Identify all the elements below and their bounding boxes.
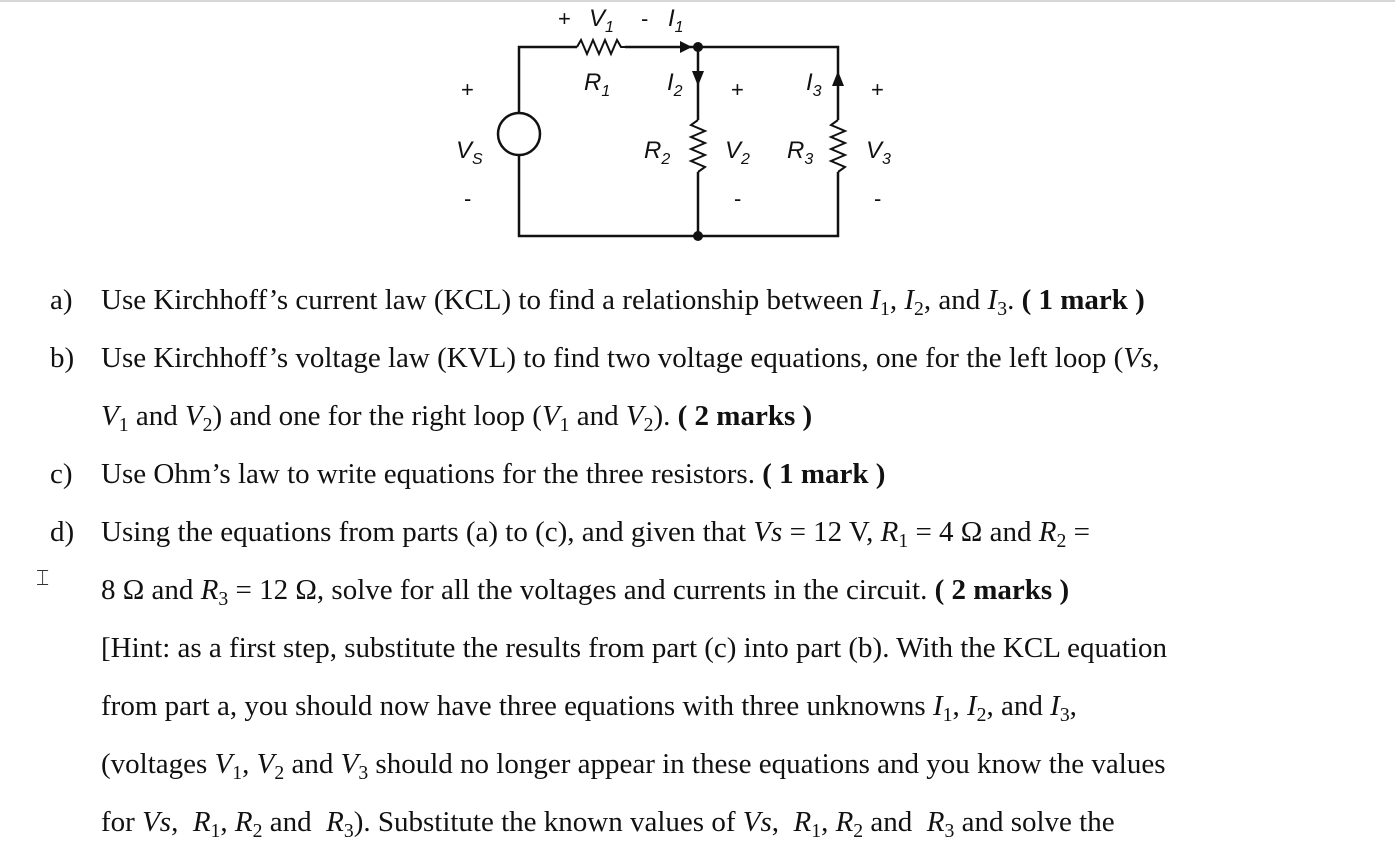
i2-label: I2 — [667, 69, 683, 100]
bottom-node-dot — [693, 231, 703, 241]
v3-plus: + — [871, 77, 884, 102]
i1-arrow-icon — [680, 41, 692, 53]
question-d-text-line2: 8 Ω and R3 = 12 Ω, solve for all the vol… — [101, 574, 1070, 610]
i3-label: I3 — [806, 69, 822, 100]
v1-label: V1 — [589, 5, 614, 36]
vs-plus: + — [461, 77, 474, 102]
question-c-letter: c) — [50, 458, 73, 490]
question-b-mark: ( 2 marks ) — [677, 400, 813, 432]
v2-plus: + — [731, 77, 744, 102]
r1-label: R1 — [584, 69, 610, 100]
r2-resistor — [688, 119, 708, 173]
v1-plus: + — [558, 6, 571, 31]
hint-line1: [Hint: as a first step, substitute the r… — [101, 632, 1167, 664]
i1-label: I1 — [668, 5, 684, 36]
question-d-text-line1: Using the equations from parts (a) to (c… — [101, 516, 1090, 552]
r2-label: R2 — [644, 137, 670, 168]
question-c-mark: ( 1 mark ) — [762, 458, 886, 490]
circuit-diagram: + V1 - I1 R1 I2 I3 + + + VS R2 V2 R3 V3 … — [456, 5, 891, 241]
hint-line3: (voltages V1, V2 and V3 should no longer… — [101, 748, 1166, 784]
hint-line2: from part a, you should now have three e… — [101, 690, 1077, 726]
circuit-wires — [517, 45, 840, 238]
v3-label: V3 — [866, 137, 891, 168]
question-b-letter: b) — [50, 342, 75, 374]
hint-line4: for Vs, R1, R2 and R3). Substitute the k… — [101, 806, 1115, 842]
i2-arrow-icon — [692, 71, 704, 86]
v3-minus: - — [874, 186, 881, 211]
r1-resistor — [576, 37, 625, 57]
vs-minus: - — [464, 186, 471, 211]
v2-label: V2 — [725, 137, 750, 168]
question-b-text-line1: Use Kirchhoff’s voltage law (KVL) to fin… — [101, 342, 1160, 374]
top-node-dot — [693, 42, 703, 52]
question-b-text-line2: V1 and V2) and one for the right loop (V… — [101, 400, 813, 436]
question-a-letter: a) — [50, 284, 73, 316]
v1-minus: - — [641, 6, 648, 31]
question-a-text: Use Kirchhoff’s current law (KCL) to fin… — [101, 284, 1145, 320]
top-border — [0, 0, 1395, 2]
r3-label: R3 — [787, 137, 813, 168]
vs-label: VS — [456, 137, 483, 168]
question-d-mark: ( 2 marks ) — [934, 574, 1070, 606]
question-c-text: Use Ohm’s law to write equations for the… — [101, 458, 886, 490]
r3-resistor — [828, 119, 848, 173]
question-d-letter: d) — [50, 516, 75, 548]
i3-arrow-icon — [832, 71, 844, 86]
v2-minus: - — [734, 186, 741, 211]
voltage-source-icon — [496, 111, 542, 157]
question-a-mark: ( 1 mark ) — [1021, 284, 1145, 316]
text-cursor-icon: ⌶ — [36, 566, 50, 591]
